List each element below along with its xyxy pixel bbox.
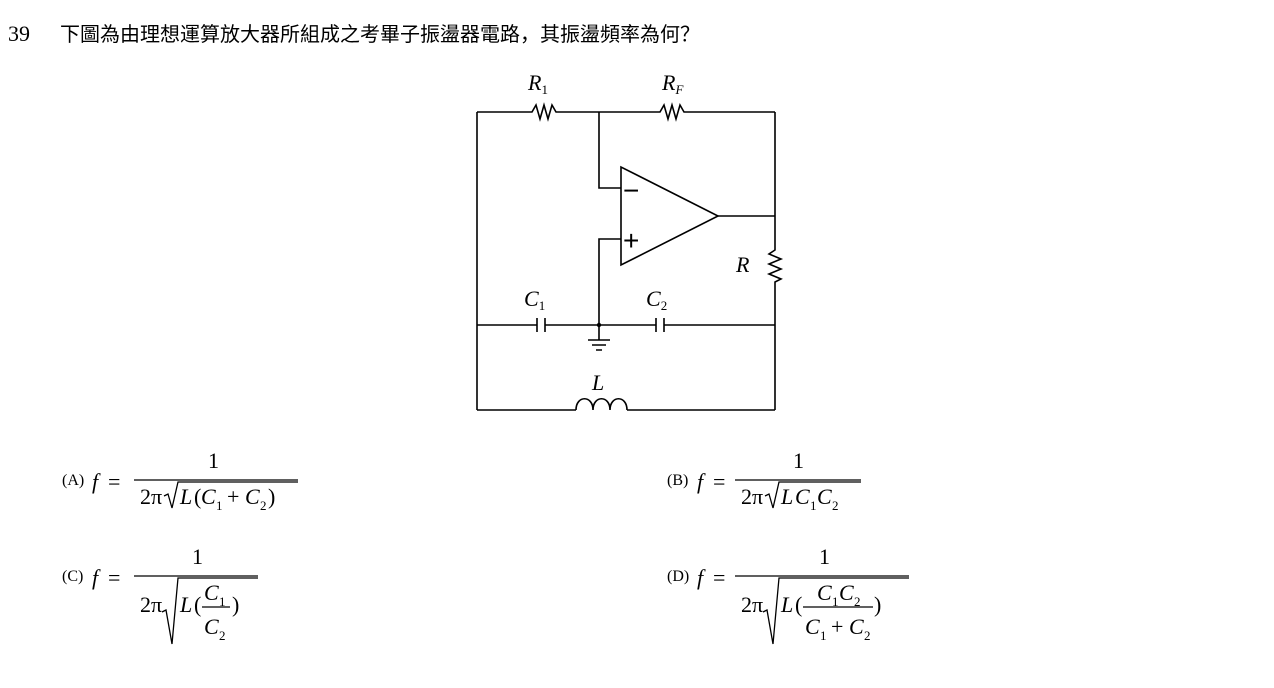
svg-text:+: + [227, 484, 239, 509]
svg-text:1: 1 [219, 594, 226, 609]
svg-text:=: = [713, 565, 725, 590]
radical-sign [163, 481, 298, 509]
ground-node-dot [596, 322, 602, 328]
svg-text:(: ( [194, 592, 201, 617]
svg-text:+: + [831, 614, 843, 639]
c2-plates [655, 318, 665, 332]
svg-text:L: L [179, 592, 192, 617]
svg-text:2: 2 [854, 594, 861, 609]
radical-sign [161, 577, 258, 645]
svg-text:): ) [874, 592, 881, 617]
c2-label: C2 [646, 286, 667, 313]
c1-label: C1 [524, 286, 545, 313]
svg-text:C: C [817, 484, 832, 509]
svg-text:1: 1 [793, 448, 804, 473]
inductor-coil [575, 397, 628, 411]
r-label: R [735, 252, 750, 277]
question-text: 下圖為由理想運算放大器所組成之考畢子振盪器電路，其振盪頻率為何？ [60, 22, 700, 46]
top-wire [477, 102, 775, 122]
option-a-formula: f = 1 2π L ( C 1 + C 2 ) [92, 448, 298, 513]
svg-text:1: 1 [819, 544, 830, 569]
svg-text:f: f [92, 565, 101, 590]
svg-text:C: C [245, 484, 260, 509]
svg-text:L: L [179, 484, 192, 509]
colpitts-oscillator-circuit: R1 RF R C1 C2 L − + [476, 70, 784, 411]
radical-sign [762, 577, 909, 645]
svg-text:1: 1 [208, 448, 219, 473]
option-d-label: (D) [667, 568, 690, 585]
svg-text:C: C [849, 614, 864, 639]
svg-text:=: = [713, 469, 725, 494]
rf-label: RF [661, 70, 684, 97]
option-d-formula: f = 1 2π L ( C 1 C 2 C 1 + C 2 ) [697, 544, 909, 645]
svg-text:): ) [268, 484, 275, 509]
question: 39 下圖為由理想運算放大器所組成之考畢子振盪器電路，其振盪頻率為何？ [8, 20, 700, 48]
svg-text:=: = [108, 565, 120, 590]
svg-text:f: f [697, 469, 706, 494]
svg-text:2: 2 [260, 498, 267, 513]
svg-text:C: C [204, 614, 219, 639]
right-wire [766, 112, 784, 410]
svg-text:L: L [780, 592, 793, 617]
svg-text:C: C [839, 580, 854, 605]
svg-text:=: = [108, 469, 120, 494]
radical-sign [764, 481, 861, 509]
r1-label: R1 [527, 70, 548, 97]
option-d: (D) f = 1 2π L ( C 1 C 2 C 1 + C 2 ) [667, 540, 927, 650]
option-c-formula: f = 1 2π L ( C 1 C 2 ) [92, 544, 258, 645]
svg-text:): ) [232, 592, 239, 617]
non-inverting-sign: + [623, 225, 639, 256]
svg-text:2: 2 [219, 628, 226, 643]
option-a: (A) f = 1 2π L ( C 1 + C 2 ) [62, 444, 322, 514]
svg-text:C: C [204, 580, 219, 605]
svg-text:f: f [697, 565, 706, 590]
svg-text:2π: 2π [741, 592, 763, 617]
svg-text:2π: 2π [140, 592, 162, 617]
option-b-label: (B) [667, 472, 689, 489]
inverting-sign: − [623, 175, 639, 206]
svg-text:L: L [780, 484, 793, 509]
op-amp-triangle [620, 165, 720, 267]
svg-text:1: 1 [216, 498, 223, 513]
option-a-label: (A) [62, 472, 85, 489]
inverting-input-wire [598, 112, 621, 189]
option-c-label: (C) [62, 568, 84, 585]
svg-text:C: C [817, 580, 832, 605]
l-label: L [591, 370, 604, 395]
ground-icon [588, 325, 610, 351]
svg-text:C: C [795, 484, 810, 509]
svg-text:1: 1 [192, 544, 203, 569]
svg-text:C: C [201, 484, 216, 509]
svg-text:2π: 2π [140, 484, 162, 509]
svg-text:C: C [805, 614, 820, 639]
option-b: (B) f = 1 2π L C 1 C 2 [667, 444, 887, 514]
svg-text:(: ( [194, 484, 201, 509]
non-inverting-input-wire [598, 238, 621, 325]
svg-text:1: 1 [810, 498, 817, 513]
svg-text:1: 1 [820, 628, 827, 643]
svg-text:(: ( [795, 592, 802, 617]
question-number: 39 [8, 21, 30, 46]
svg-text:2π: 2π [741, 484, 763, 509]
option-b-formula: f = 1 2π L C 1 C 2 [697, 448, 861, 513]
svg-text:2: 2 [864, 628, 871, 643]
c1-plates [536, 318, 546, 332]
svg-text:1: 1 [832, 594, 839, 609]
option-c: (C) f = 1 2π L ( C 1 C 2 ) [62, 540, 282, 650]
svg-text:2: 2 [832, 498, 839, 513]
svg-text:f: f [92, 469, 101, 494]
